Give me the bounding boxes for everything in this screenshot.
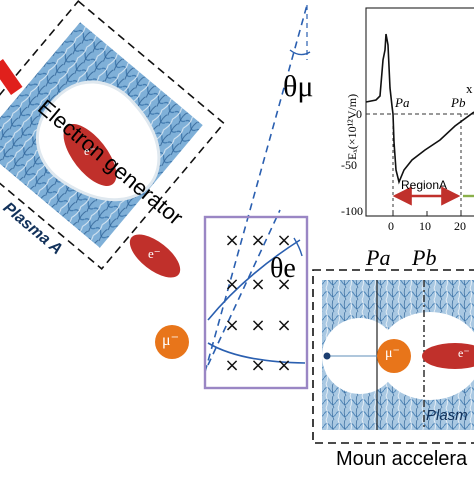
theta-mu-label: θμ (283, 70, 314, 103)
driver-laser-block (0, 59, 23, 95)
inset-xlabel: x (466, 81, 473, 96)
muon-trajectory (207, 342, 306, 364)
inset-xtick-20: 20 (454, 219, 466, 233)
field-cross-1-1: × (250, 274, 265, 295)
beam-guide-dashed-1 (204, 4, 308, 373)
field-cross-2-1: × (250, 315, 265, 336)
field-cross-0-0: × (224, 230, 239, 251)
field-crosses: × × × × × × × × × × × × (224, 230, 291, 376)
region-a-label: RegionA (401, 178, 448, 192)
theta-e-arc (293, 237, 303, 257)
electron-bunch-label: e⁻ (148, 246, 161, 261)
accelerator-muon-label: μ⁻ (385, 346, 400, 361)
theta-mu-arc (289, 49, 311, 56)
accelerator-pa-label: Pa (366, 245, 391, 270)
field-inset-plot (340, 0, 474, 232)
field-cross-0-1: × (250, 230, 265, 251)
accelerator-pb-label: Pb (412, 245, 437, 270)
inset-marker-pb: Pb (451, 95, 466, 110)
accelerator-electron-label: e⁻ (458, 346, 470, 360)
field-cross-2-2: × (276, 315, 291, 336)
muon-label: μ⁻ (162, 332, 180, 349)
theta-e-label: θe (270, 253, 296, 284)
field-cross-1-0: × (224, 274, 239, 295)
inset-ytick-minus100: -100 (341, 204, 363, 218)
inset-field-curve (365, 33, 474, 185)
electron-trajectory (207, 239, 301, 321)
field-cross-3-0: × (224, 355, 239, 376)
inset-xtick-0: 0 (388, 219, 394, 233)
accelerator-caption: Moun accelera (336, 448, 468, 470)
field-cross-0-2: × (276, 230, 291, 251)
field-cross-3-2: × (276, 355, 291, 376)
inset-ylabel: Eₓ(×10¹²V/m) (345, 93, 359, 160)
accelerator-dashed-frame (312, 269, 474, 444)
inset-marker-pa: Pa (395, 95, 410, 110)
field-cross-3-1: × (250, 355, 265, 376)
beam-guide-dashed-2 (207, 209, 281, 366)
inset-frame (365, 7, 474, 217)
electron-bunch (129, 234, 181, 278)
generator-electron-label: e⁻ (84, 144, 96, 158)
muon-accelerator-panel (312, 269, 474, 444)
accelerator-plasma-label: Plasm (426, 407, 468, 424)
accelerator-electron (422, 343, 474, 369)
generator-dashed-frame (0, 0, 225, 270)
magnetic-field-box (203, 215, 309, 390)
inset-ytick-0: 0 (356, 107, 362, 121)
field-cross-1-2: × (276, 274, 291, 295)
accelerator-muon (377, 339, 411, 373)
muon-particle (155, 325, 189, 359)
inset-ytick-minus50: -50 (341, 158, 357, 172)
generator-electron-bunch (63, 124, 117, 186)
inset-xtick-10: 10 (419, 219, 431, 233)
field-cross-2-0: × (224, 315, 239, 336)
injection-point (323, 352, 331, 360)
